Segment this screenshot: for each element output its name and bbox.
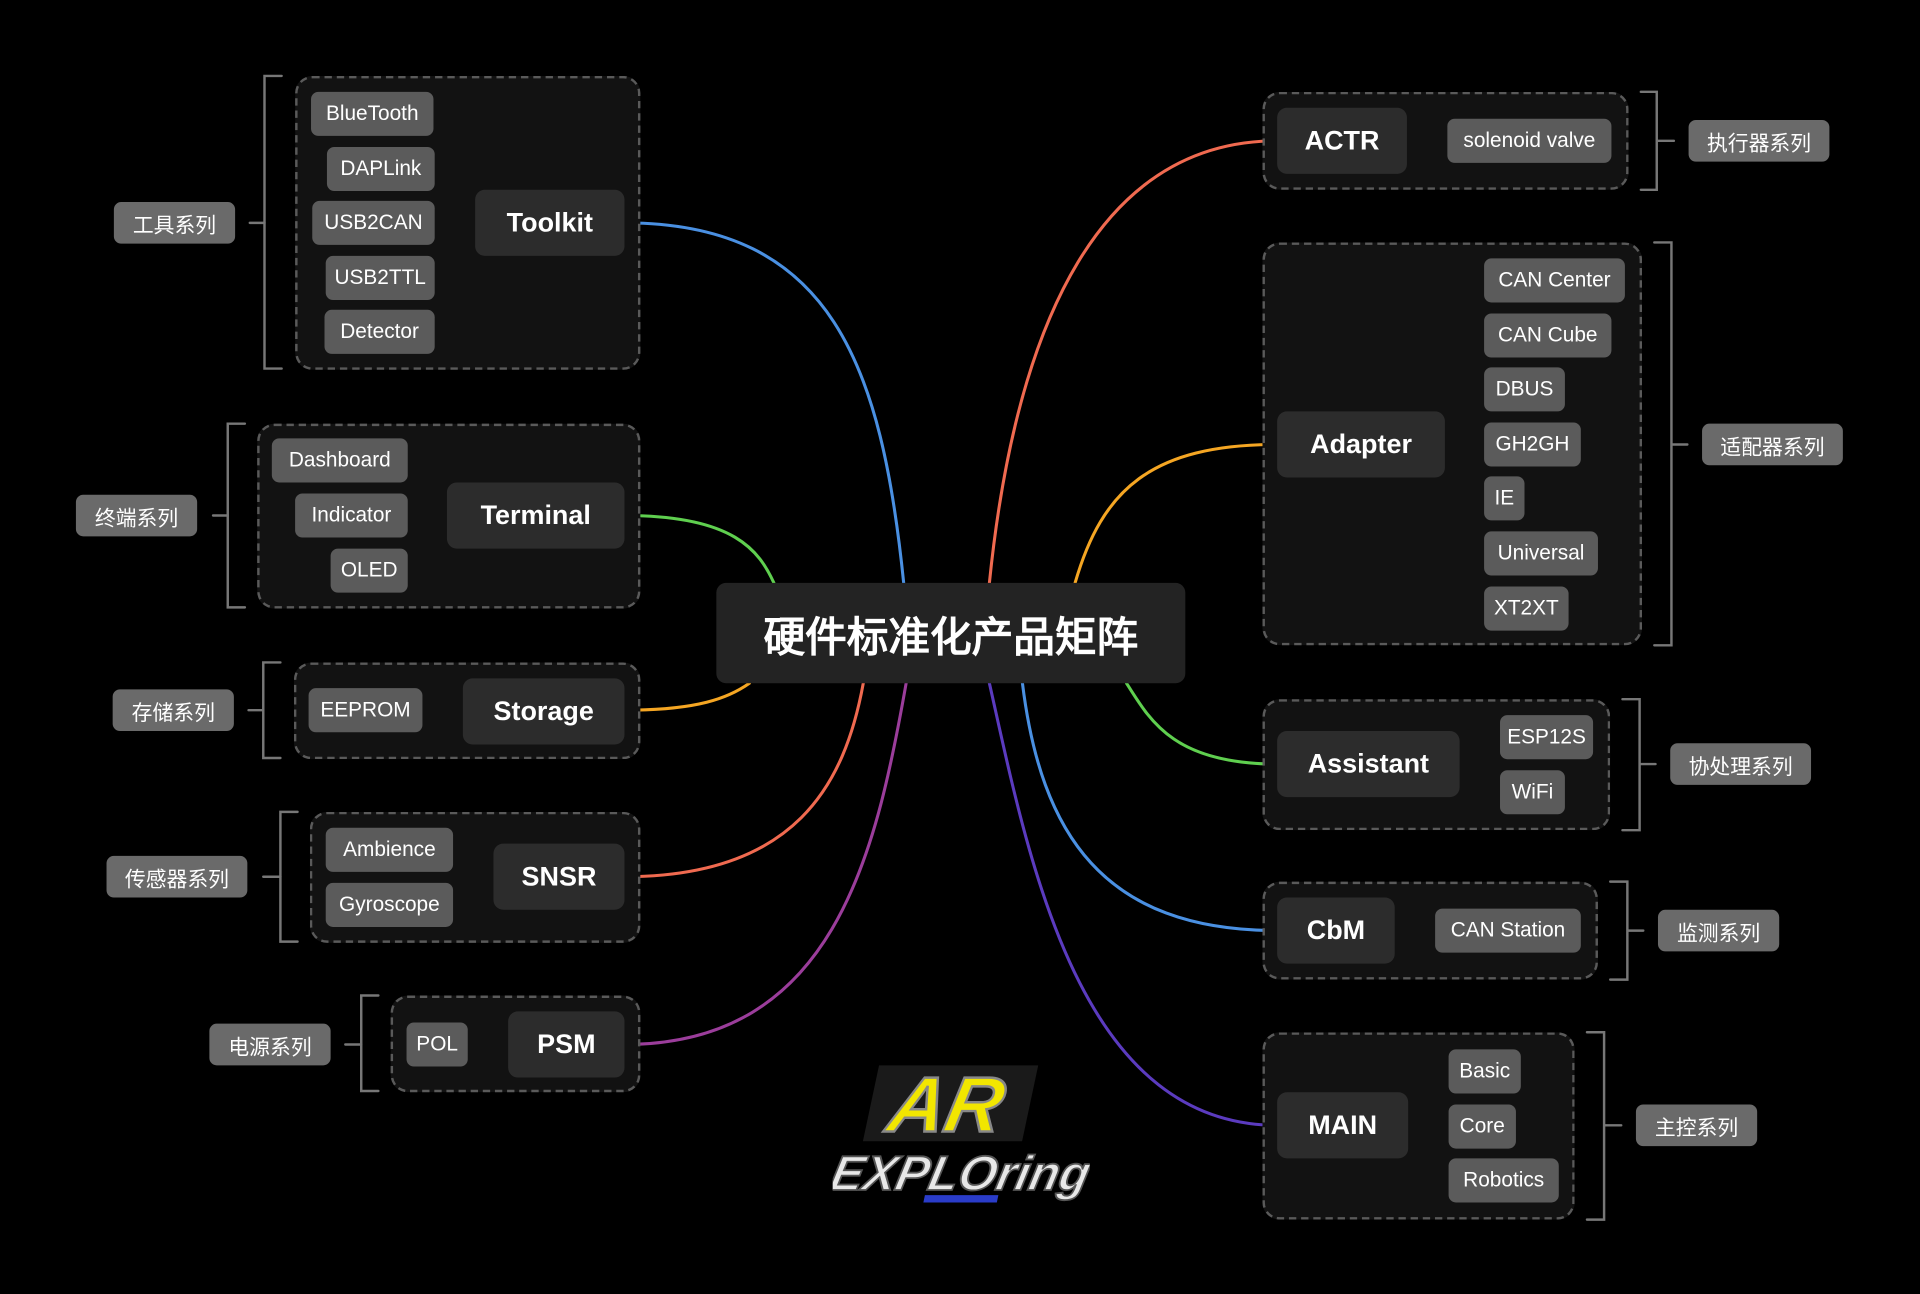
leaf-xt2xt[interactable]: XT2XT <box>1484 586 1569 631</box>
svg-text:AR: AR <box>879 1060 1013 1148</box>
category-storage: 存储系列 <box>112 689 234 732</box>
category-monitoring: 监测系列 <box>1657 909 1780 952</box>
category-coprocessor: 协处理系列 <box>1670 743 1812 785</box>
hub-psm[interactable]: PSM <box>508 1011 625 1078</box>
hub-terminal[interactable]: Terminal <box>446 482 625 549</box>
leaf-gyroscope[interactable]: Gyroscope <box>325 882 454 927</box>
storage-bracket <box>262 661 282 760</box>
leaf-gh2gh[interactable]: GH2GH <box>1484 422 1581 467</box>
svg-text:EXPLOring: EXPLOring <box>833 1147 1090 1201</box>
connector-snsr <box>622 681 865 879</box>
toolkit-bracket <box>263 74 283 370</box>
category-main-control: 主控系列 <box>1635 1104 1758 1147</box>
leaf-basic[interactable]: Basic <box>1448 1049 1521 1094</box>
terminal-bracket <box>226 422 247 609</box>
connector-main <box>987 681 1279 1127</box>
snsr-bracket <box>279 810 299 943</box>
leaf-esp12s[interactable]: ESP12S <box>1500 715 1594 760</box>
category-tools: 工具系列 <box>113 202 236 244</box>
leaf-bluetooth[interactable]: BlueTooth <box>311 91 434 136</box>
hub-adapter[interactable]: Adapter <box>1277 411 1445 478</box>
leaf-can-cube[interactable]: CAN Cube <box>1484 313 1612 358</box>
connector-storage <box>622 681 751 712</box>
connector-cbm <box>1020 681 1279 933</box>
hub-actr[interactable]: ACTR <box>1277 107 1407 174</box>
leaf-can-center[interactable]: CAN Center <box>1484 258 1625 303</box>
connector-actr <box>987 139 1279 585</box>
connector-toolkit <box>622 221 906 585</box>
category-terminal: 终端系列 <box>75 494 198 537</box>
leaf-usb2can[interactable]: USB2CAN <box>312 200 435 245</box>
leaf-oled[interactable]: OLED <box>330 548 408 593</box>
hub-cbm[interactable]: CbM <box>1277 897 1395 964</box>
leaf-universal[interactable]: Universal <box>1484 531 1598 576</box>
connector-adapter <box>1073 442 1279 585</box>
hub-main[interactable]: MAIN <box>1277 1092 1409 1159</box>
main-bracket <box>1585 1031 1623 1221</box>
category-adapter: 适配器系列 <box>1702 423 1843 466</box>
cbm-bracket <box>1608 880 1645 981</box>
leaf-indicator[interactable]: Indicator <box>295 493 408 538</box>
assistant-bracket <box>1621 697 1657 832</box>
leaf-ie[interactable]: IE <box>1484 476 1525 521</box>
category-sensor: 传感器系列 <box>106 855 248 898</box>
leaf-dashboard[interactable]: Dashboard <box>271 438 408 483</box>
leaf-solenoid-valve[interactable]: solenoid valve <box>1447 118 1612 163</box>
leaf-detector[interactable]: Detector <box>324 309 435 354</box>
adapter-bracket <box>1653 241 1689 647</box>
center-title: 硬件标准化产品矩阵 <box>716 582 1186 684</box>
leaf-wifi[interactable]: WiFi <box>1500 770 1565 815</box>
leaf-eeprom[interactable]: EEPROM <box>308 688 423 733</box>
leaf-robotics[interactable]: Robotics <box>1448 1158 1559 1203</box>
hub-toolkit[interactable]: Toolkit <box>475 189 625 256</box>
category-actuator: 执行器系列 <box>1688 120 1830 162</box>
connector-assistant <box>1125 681 1279 766</box>
connector-terminal <box>622 513 776 585</box>
leaf-pol[interactable]: POL <box>406 1022 468 1067</box>
leaf-can-station[interactable]: CAN Station <box>1435 908 1581 953</box>
leaf-ambience[interactable]: Ambience <box>325 827 454 872</box>
hub-snsr[interactable]: SNSR <box>493 843 625 910</box>
leaf-usb2ttl[interactable]: USB2TTL <box>325 255 435 301</box>
leaf-dbus[interactable]: DBUS <box>1484 367 1565 412</box>
brand-logo: AR EXPLOring <box>833 1059 1090 1203</box>
psm-bracket <box>360 994 380 1093</box>
hub-assistant[interactable]: Assistant <box>1277 731 1460 798</box>
hub-storage[interactable]: Storage <box>462 678 625 745</box>
leaf-daplink[interactable]: DAPLink <box>326 146 435 192</box>
actr-bracket <box>1639 90 1676 192</box>
category-power: 电源系列 <box>209 1023 331 1066</box>
leaf-core[interactable]: Core <box>1448 1104 1516 1149</box>
connector-psm <box>622 681 908 1047</box>
